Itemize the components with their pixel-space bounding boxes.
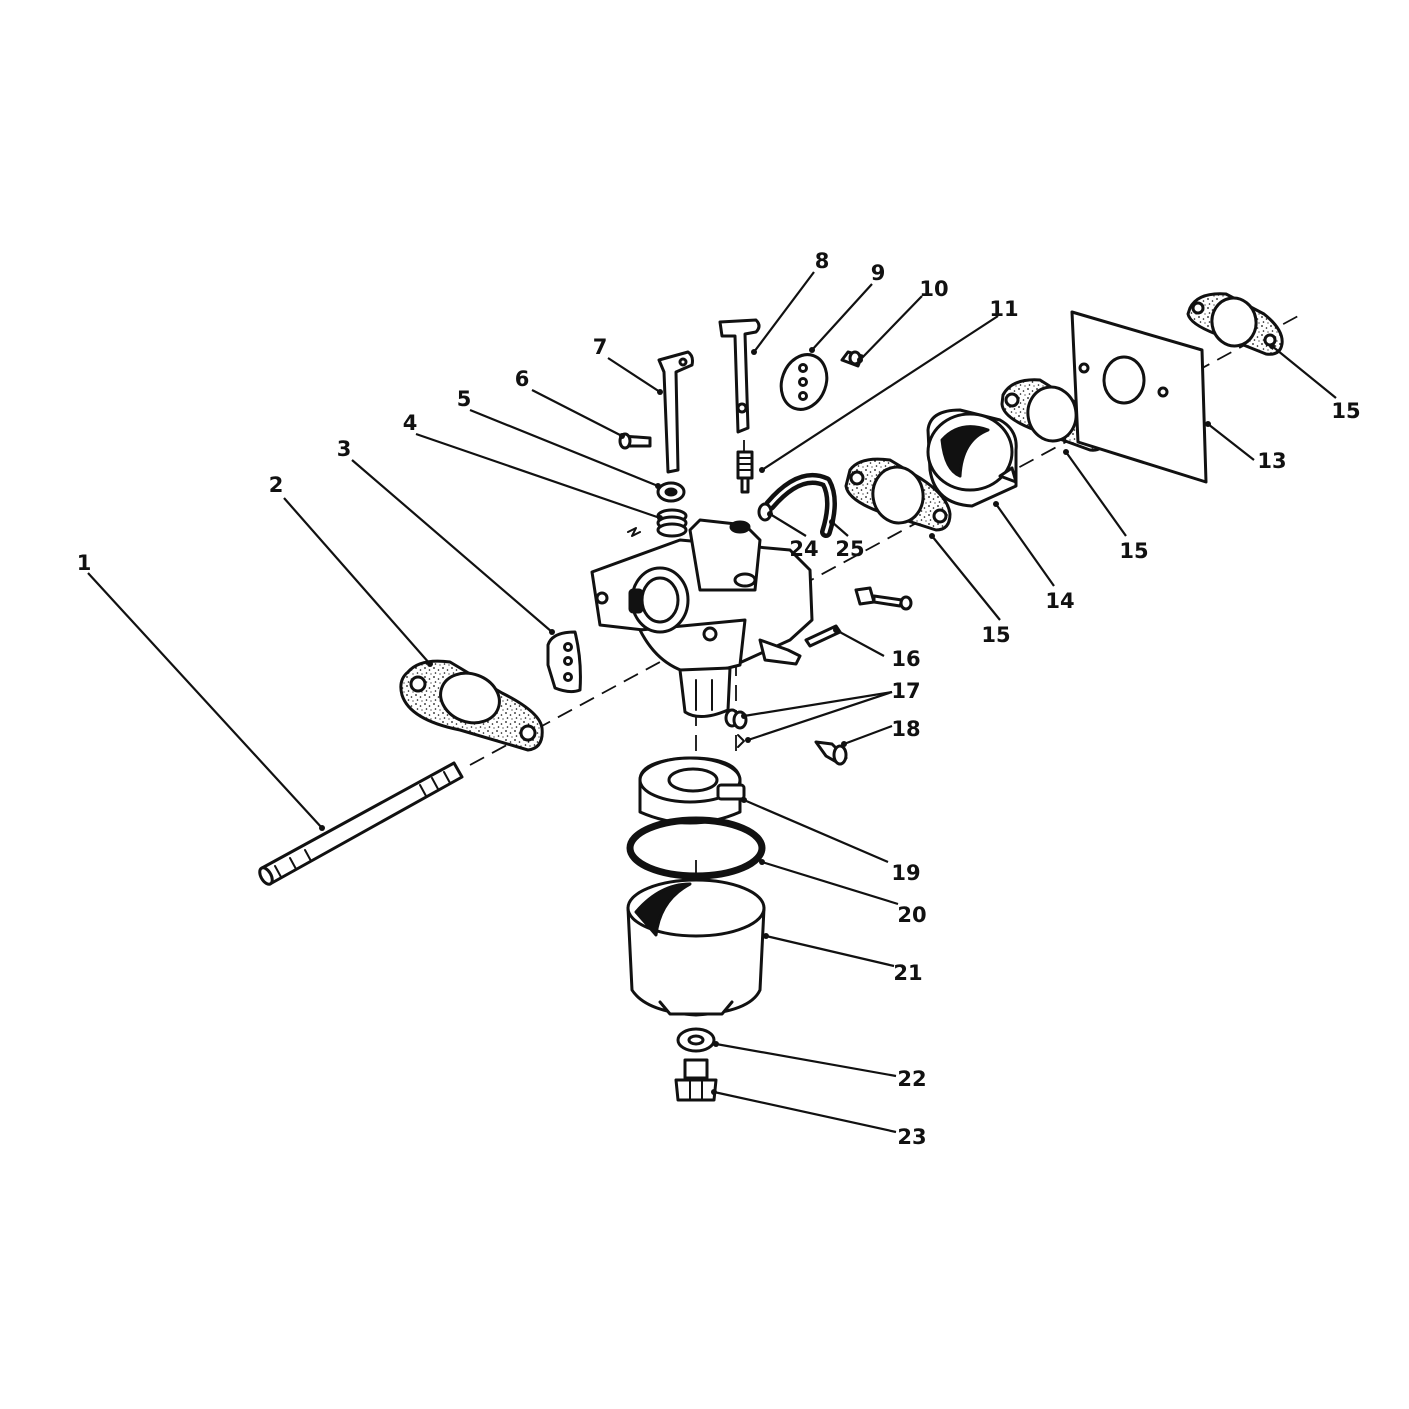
part-drain-nut — [674, 1058, 718, 1102]
callout-11: 11 — [989, 297, 1018, 321]
callout-22: 22 — [897, 1067, 926, 1091]
callout-4: 4 — [403, 411, 418, 435]
part-throttle-plate — [546, 630, 582, 694]
callout-20: 20 — [897, 903, 926, 927]
callout-18: 18 — [891, 717, 920, 741]
part-spring — [627, 508, 688, 538]
part-seal — [656, 481, 686, 503]
part-gasket-15c — [1186, 292, 1284, 356]
callout-10: 10 — [919, 277, 948, 301]
part-idle-screw — [854, 586, 913, 611]
part-float-bowl — [626, 878, 766, 1017]
part-gasket-15a — [844, 457, 952, 532]
part-choke-plate — [779, 353, 829, 411]
callout-23: 23 — [897, 1125, 926, 1149]
part-stud — [258, 761, 464, 886]
callout-5: 5 — [457, 387, 472, 411]
callout-25: 25 — [835, 537, 864, 561]
leader-lines — [87, 271, 1337, 1134]
callout-17: 17 — [891, 679, 920, 703]
callout-labels: 1 2 3 4 5 6 7 8 9 10 11 13 14 15 15 15 1… — [77, 249, 1361, 1149]
callout-8: 8 — [815, 249, 830, 273]
part-choke-shaft — [718, 318, 761, 434]
callout-16: 16 — [891, 647, 920, 671]
callout-3: 3 — [337, 437, 352, 461]
part-spacer — [926, 408, 1018, 508]
callout-9: 9 — [871, 261, 886, 285]
part-bowl-screw — [814, 740, 848, 766]
callout-21: 21 — [893, 961, 922, 985]
callout-7: 7 — [593, 335, 608, 359]
callout-1: 1 — [77, 551, 92, 575]
part-fitting — [736, 450, 754, 494]
callout-15-b: 15 — [1119, 539, 1148, 563]
callout-15-c: 15 — [1331, 399, 1360, 423]
callout-13: 13 — [1257, 449, 1286, 473]
part-float — [638, 756, 746, 825]
callout-2: 2 — [269, 473, 284, 497]
callout-6: 6 — [515, 367, 530, 391]
callout-24: 24 — [789, 537, 818, 561]
callout-15-a: 15 — [981, 623, 1010, 647]
part-heat-plate — [1070, 310, 1208, 484]
part-washer — [676, 1027, 716, 1053]
part-bowl-gasket — [626, 816, 766, 880]
callout-14: 14 — [1045, 589, 1074, 613]
part-throttle-shaft — [657, 350, 694, 474]
part-carburetor-body — [590, 518, 814, 728]
part-screw-small — [618, 432, 652, 450]
callout-19: 19 — [891, 861, 920, 885]
part-gasket-intake — [399, 659, 544, 752]
part-fuel-tube — [764, 472, 837, 538]
